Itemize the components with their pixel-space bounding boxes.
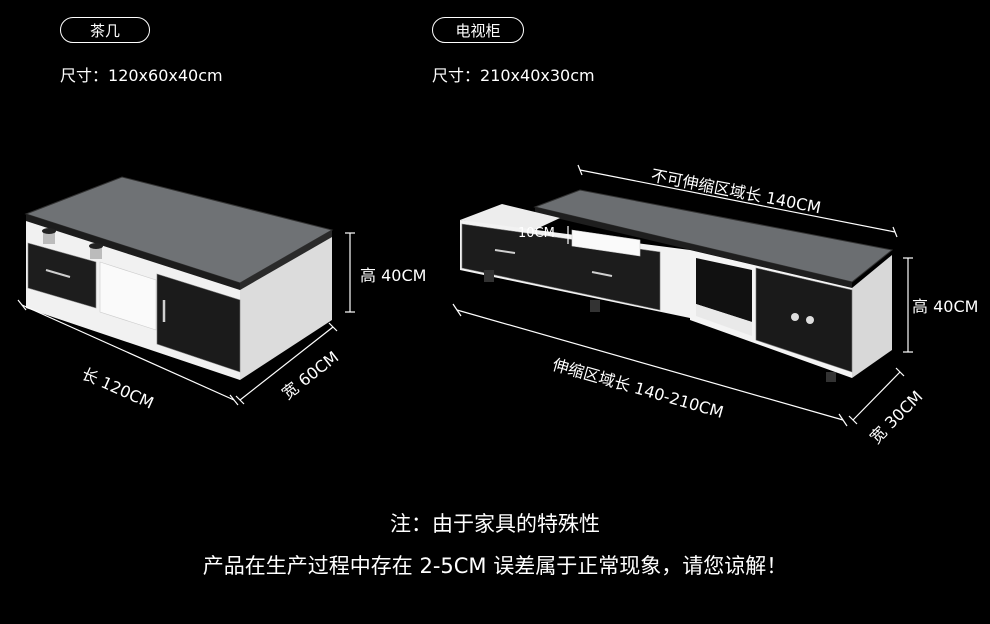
tv-cabinet-drawing — [460, 189, 894, 382]
coffee-table-size-value: 120x60x40cm — [108, 66, 223, 85]
note-line-2: 产品在生产过程中存在 2-5CM 误差属于正常现象，请您谅解！ — [202, 554, 788, 578]
note-line-1: 注：由于家具的特殊性 — [390, 512, 600, 536]
coffee-table-dimension-lines — [17, 232, 355, 406]
tv-cabinet-dimension-lines — [452, 164, 913, 427]
coffee-table-tag: 茶几 — [60, 17, 150, 43]
tv-cabinet-drawer-gap-label: 10CM — [518, 226, 555, 241]
coffee-table-size-label: 尺寸： — [60, 66, 109, 85]
tv-cabinet-height-label: 高 40CM — [912, 297, 979, 316]
coffee-table-height-label: 高 40CM — [360, 266, 427, 285]
tv-cabinet-size-label: 尺寸： — [432, 66, 481, 85]
coffee-table-drawing — [24, 176, 334, 380]
coffee-table-size: 尺寸：120x60x40cm — [60, 62, 223, 86]
tv-cabinet-size: 尺寸：210x40x30cm — [432, 62, 595, 86]
tv-cabinet-size-value: 210x40x30cm — [480, 66, 595, 85]
tv-cabinet-tag: 电视柜 — [432, 17, 524, 43]
